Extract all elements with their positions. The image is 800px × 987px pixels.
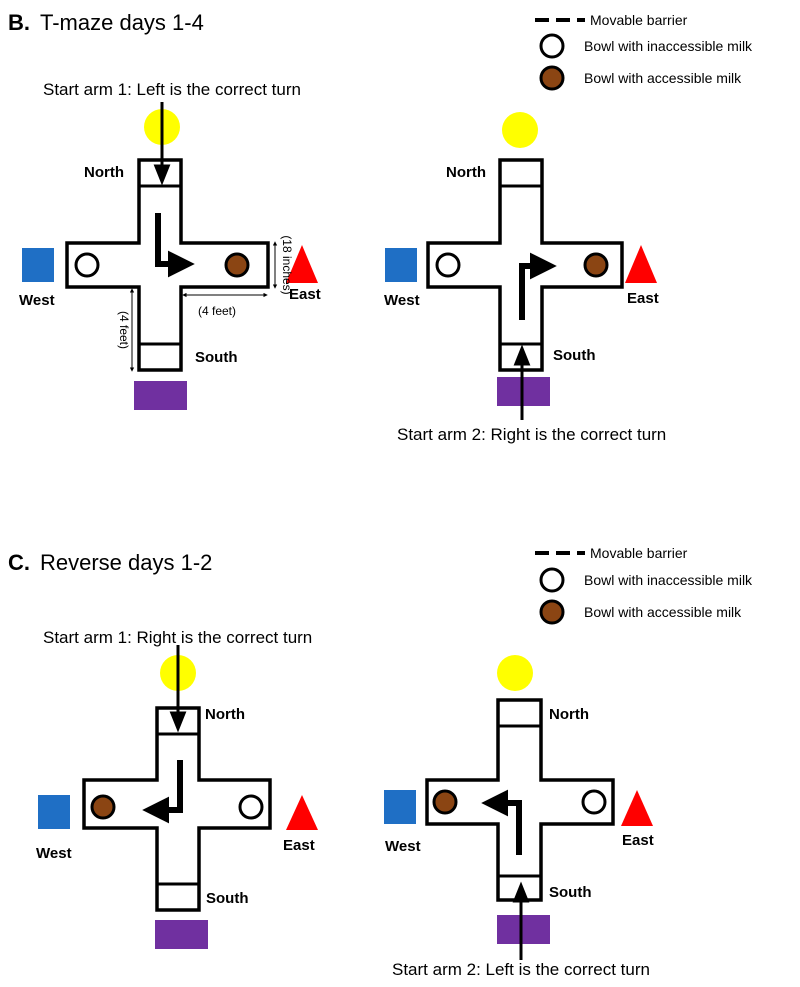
- north-yellow-cue-icon: [502, 112, 538, 148]
- south-purple-cue-icon: [155, 920, 208, 949]
- turn-arrow: [142, 760, 183, 824]
- section-b-title: T-maze days 1-4: [40, 10, 204, 35]
- north-label: North: [84, 164, 124, 181]
- east-label: East: [283, 837, 315, 854]
- north-label: North: [205, 706, 245, 723]
- caption-b-arm2: Start arm 2: Right is the correct turn: [397, 425, 666, 444]
- east-label: East: [289, 286, 321, 303]
- milk-bowl-legend-icon: [539, 599, 565, 625]
- legend-inaccessible-label: Bowl with inaccessible milk: [584, 572, 753, 588]
- turn-arrow: [481, 789, 522, 855]
- south-purple-cue-icon: [134, 381, 187, 410]
- maze-b-arm1: Start arm 1: Left is the correct turn No…: [19, 80, 321, 410]
- start-arm-length-label: (4 feet): [117, 311, 131, 349]
- maze-c-arm1: Start arm 1: Right is the correct turn N…: [36, 628, 318, 949]
- empty-bowl-icon: [74, 252, 100, 278]
- legend-accessible-label: Bowl with accessible milk: [584, 70, 742, 86]
- east-red-cue-icon: [621, 790, 653, 826]
- width-dimension-label: (18 inches): [280, 235, 294, 294]
- milk-bowl-icon: [432, 789, 458, 815]
- west-blue-cue-icon: [385, 248, 417, 282]
- west-blue-cue-icon: [22, 248, 54, 282]
- maze-b-arm2: North South East West Start arm 2: Right…: [384, 112, 666, 444]
- south-label: South: [549, 884, 592, 901]
- milk-bowl-legend-icon: [539, 65, 565, 91]
- south-label: South: [195, 349, 238, 366]
- caption-c-arm1: Start arm 1: Right is the correct turn: [43, 628, 312, 647]
- west-label: West: [384, 292, 420, 309]
- caption-b-arm1: Start arm 1: Left is the correct turn: [43, 80, 301, 99]
- maze-c-arm2: North South East West Start arm 2: Left …: [384, 655, 654, 979]
- legend-inaccessible-label: Bowl with inaccessible milk: [584, 38, 753, 54]
- north-label: North: [446, 164, 486, 181]
- west-label: West: [385, 838, 421, 855]
- turn-arrow: [155, 213, 195, 278]
- legend-c: Movable barrier Bowl with inaccessible m…: [535, 545, 753, 625]
- milk-bowl-icon: [583, 252, 609, 278]
- section-c-letter: C.: [8, 550, 30, 575]
- empty-bowl-icon: [435, 252, 461, 278]
- north-label: North: [549, 706, 589, 723]
- empty-bowl-legend-icon: [539, 567, 565, 593]
- section-b: B. T-maze days 1-4 Movable barrier Bowl …: [8, 10, 753, 444]
- east-label: East: [627, 290, 659, 307]
- south-label: South: [206, 890, 249, 907]
- south-purple-cue-icon: [497, 915, 550, 944]
- legend-b: Movable barrier Bowl with inaccessible m…: [535, 12, 753, 91]
- legend-accessible-label: Bowl with accessible milk: [584, 604, 742, 620]
- west-blue-cue-icon: [38, 795, 70, 829]
- section-c-title: Reverse days 1-2: [40, 550, 212, 575]
- east-red-cue-icon: [286, 245, 318, 283]
- caption-c-arm2: Start arm 2: Left is the correct turn: [392, 960, 650, 979]
- empty-bowl-icon: [581, 789, 607, 815]
- north-yellow-cue-icon: [497, 655, 533, 691]
- empty-bowl-legend-icon: [539, 33, 565, 59]
- east-label: East: [622, 832, 654, 849]
- section-b-letter: B.: [8, 10, 30, 35]
- turn-arrow: [519, 252, 557, 320]
- milk-bowl-icon: [224, 252, 250, 278]
- west-label: West: [36, 845, 72, 862]
- west-label: West: [19, 292, 55, 309]
- empty-bowl-icon: [238, 794, 264, 820]
- south-label: South: [553, 347, 596, 364]
- legend-barrier-label: Movable barrier: [590, 545, 688, 561]
- east-red-cue-icon: [286, 795, 318, 830]
- west-blue-cue-icon: [384, 790, 416, 824]
- milk-bowl-icon: [90, 794, 116, 820]
- arm-length-label: (4 feet): [198, 304, 236, 318]
- east-red-cue-icon: [625, 245, 657, 283]
- legend-barrier-label: Movable barrier: [590, 12, 688, 28]
- section-c: C. Reverse days 1-2 Movable barrier Bowl…: [8, 545, 753, 979]
